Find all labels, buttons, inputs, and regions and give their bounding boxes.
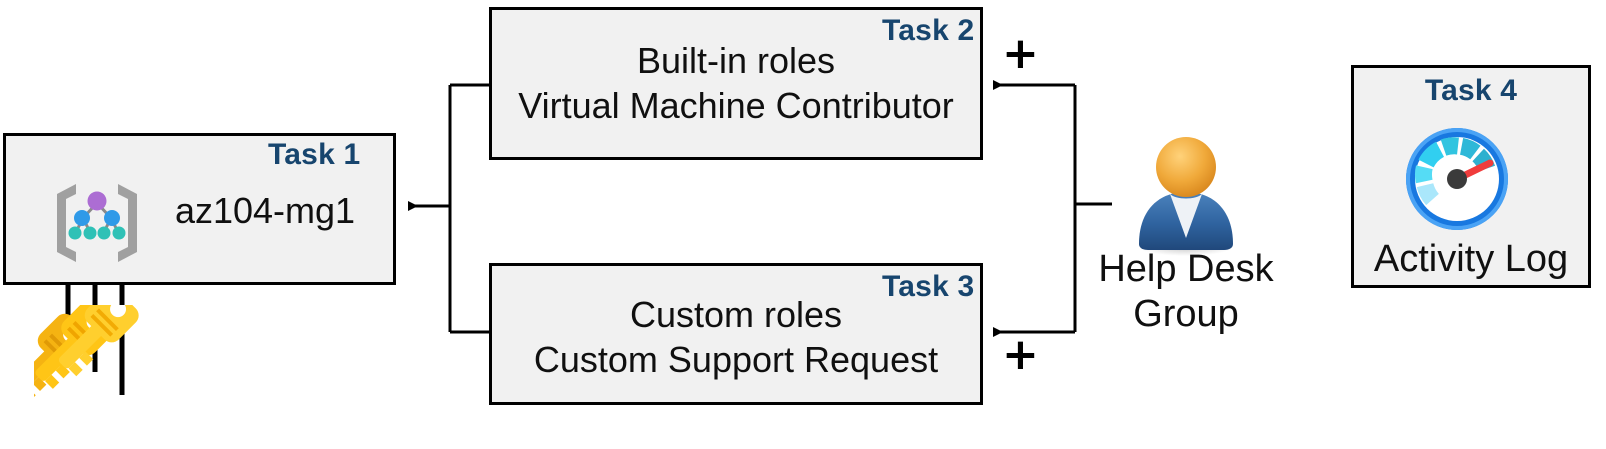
task2-label: Task 2	[882, 14, 975, 47]
task4-label: Task 4	[1424, 74, 1518, 107]
task3-line1: Custom roles	[629, 294, 843, 335]
task4-title: Activity Log	[1373, 238, 1569, 280]
user-person-icon	[1126, 134, 1246, 259]
task3-box[interactable]	[489, 263, 983, 405]
task3-line2: Custom Support Request	[533, 339, 939, 380]
task2-line1: Built-in roles	[636, 40, 836, 81]
task1-box[interactable]	[3, 133, 396, 285]
activity-log-gauge-icon	[1402, 124, 1512, 234]
task1-label: Task 1	[268, 138, 361, 171]
connector-tasks-to-mg	[448, 83, 489, 334]
plus-bottom-icon: +	[1002, 329, 1039, 380]
task3-label: Task 3	[882, 270, 975, 303]
keys-icon	[11, 288, 164, 449]
actor-label-line2: Group	[1133, 293, 1239, 335]
task2-box[interactable]	[489, 7, 983, 160]
task1-title: az104-mg1	[174, 190, 356, 231]
plus-top-icon: +	[1002, 28, 1039, 79]
actor-label-line1: Help Desk	[1098, 248, 1274, 290]
management-group-icon	[52, 170, 142, 270]
task2-line2: Virtual Machine Contributor	[518, 85, 954, 126]
